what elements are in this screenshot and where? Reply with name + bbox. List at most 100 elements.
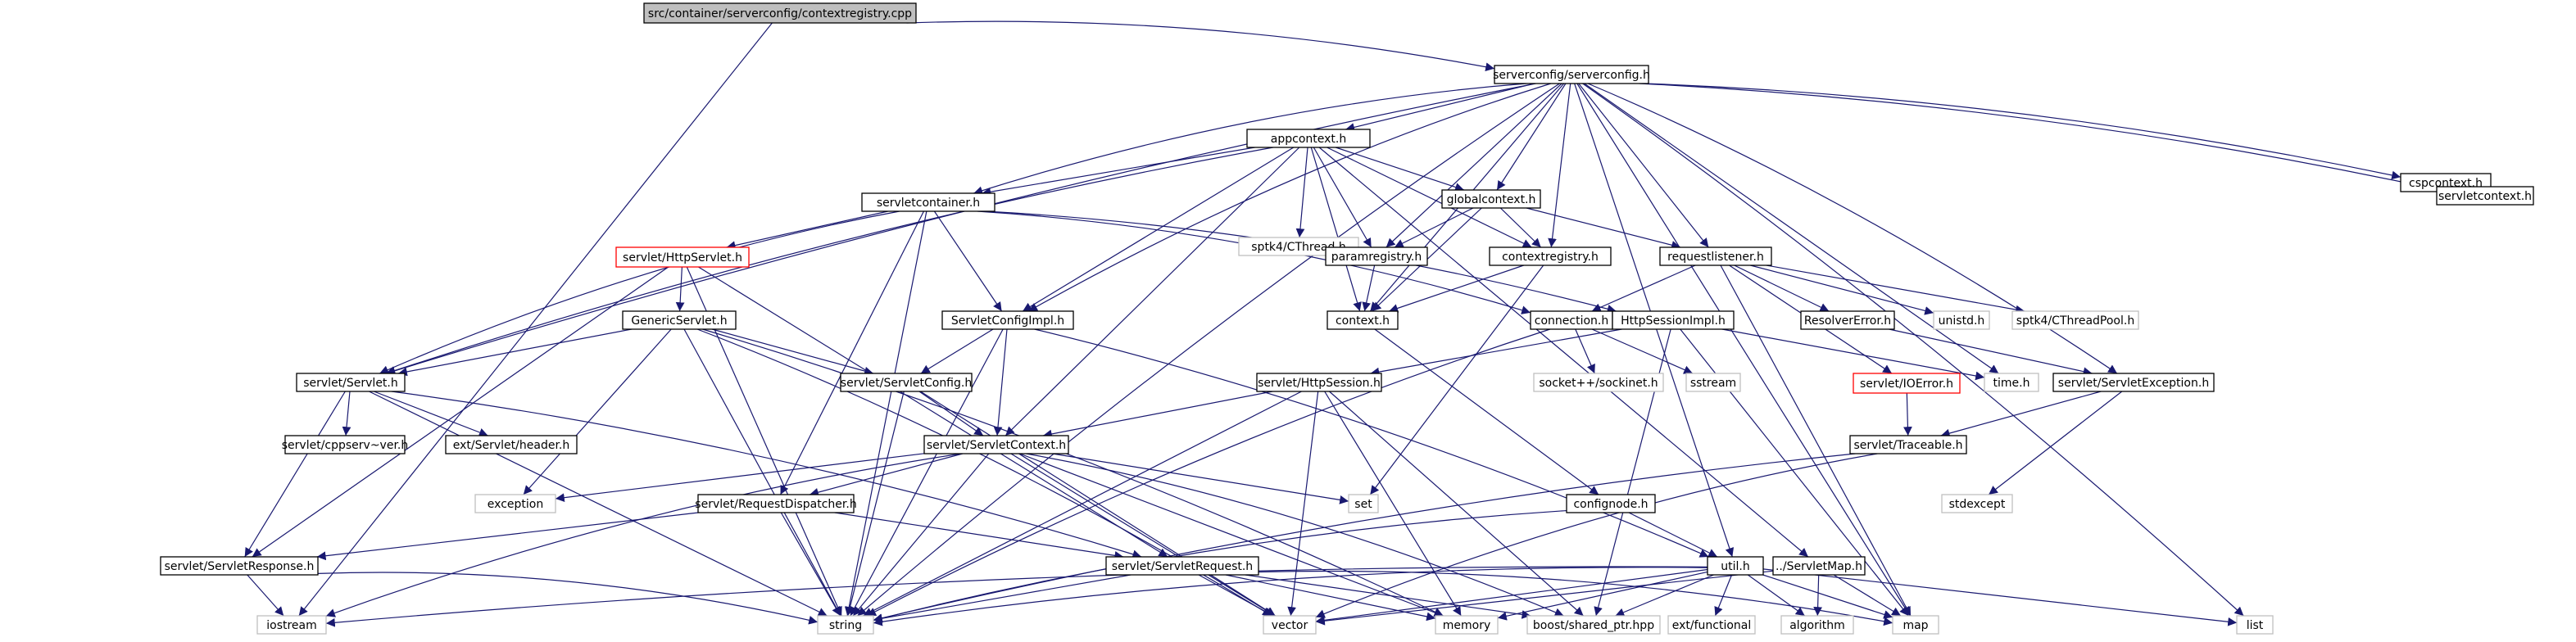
node-label: servletcontainer.h <box>877 197 980 210</box>
node-box <box>1849 435 1967 454</box>
node-label: globalcontext.h <box>1447 193 1536 206</box>
node-label: ext/Servlet/header.h <box>453 439 569 452</box>
node-appcontext[interactable]: appcontext.h <box>1246 129 1371 148</box>
node-ext-header[interactable]: ext/Servlet/header.h <box>445 435 578 454</box>
node-box <box>643 2 917 24</box>
edge-servletmap-to-vector <box>1315 570 1774 626</box>
node-connection[interactable]: connection.h <box>1530 310 1613 330</box>
node-label: iostream <box>266 619 317 632</box>
node-httpservlet[interactable]: servlet/HttpServlet.h <box>615 246 750 268</box>
node-servletmap[interactable]: ../ServletMap.h <box>1772 556 1866 576</box>
edge-util-to-ext_functional <box>1714 574 1733 617</box>
edge-servletconfigimpl-to-servletconfig <box>920 328 994 374</box>
node-box <box>160 556 319 576</box>
node-servletexception[interactable]: servlet/ServletException.h <box>2052 373 2215 392</box>
node-label: connection.h <box>1535 314 1608 328</box>
node-label: contextregistry.h <box>1502 251 1599 264</box>
node-box <box>1772 556 1866 576</box>
edge-servletresponse-to-iostream <box>247 574 284 617</box>
edge-util-to-vector <box>1315 568 1708 625</box>
node-label: servletcontext.h <box>2438 190 2532 203</box>
node-socketinet: socket++/sockinet.h <box>1533 373 1664 392</box>
edge-genericservlet-to-memory <box>702 328 1444 617</box>
edge-servletcontainer-to-connection <box>977 210 1531 314</box>
node-servletcontainer[interactable]: servletcontainer.h <box>861 192 995 212</box>
node-context[interactable]: context.h <box>1327 310 1399 330</box>
node-servletrequest[interactable]: servlet/ServletRequest.h <box>1105 556 1259 576</box>
edge-util-to-algorithm <box>1747 574 1806 617</box>
edge-serverconfig-to-map <box>1576 83 1911 617</box>
node-box <box>1707 556 1764 576</box>
edge-context-to-confignode <box>1374 328 1599 495</box>
edge-appcontext-to-servletcontainer <box>982 147 1255 197</box>
node-serverconfig[interactable]: serverconfig/serverconfig.h <box>1493 65 1650 84</box>
node-paramregistry[interactable]: paramregistry.h <box>1325 246 1428 266</box>
edge-httpsession-to-servlet_context <box>1042 391 1273 439</box>
node-box <box>1494 65 1649 84</box>
node-box <box>2011 310 2139 330</box>
edge-requestlistener-to-map <box>1720 264 1912 617</box>
node-httpsession[interactable]: servlet/HttpSession.h <box>1256 373 1382 392</box>
node-map: map <box>1892 615 1939 635</box>
edge-connection-to-socketinet <box>1575 328 1595 374</box>
node-label: servlet/ServletContext.h <box>927 439 1066 452</box>
edge-requestlistener-to-spti_cthreadpool <box>1766 264 2025 314</box>
edge-root-to-iostream <box>298 22 773 617</box>
node-contextregistry[interactable]: contextregistry.h <box>1489 246 1612 266</box>
node-cppserver[interactable]: servlet/cppserv~ver.h <box>282 435 409 454</box>
edge-servletexception-to-traceable <box>1940 391 2102 438</box>
edge-httpservlet-to-genericservlet <box>675 266 685 312</box>
node-servletcontext[interactable]: servletcontext.h <box>2436 186 2534 206</box>
edge-appcontext-to-spti_cthread <box>1295 147 1308 238</box>
node-box <box>1933 310 1990 330</box>
node-ext-functional: ext/functional <box>1667 615 1756 635</box>
node-servletconfigimpl[interactable]: ServletConfigImpl.h <box>941 310 1074 330</box>
edge-genericservlet-to-exception <box>523 328 672 495</box>
edge-servletconfig-to-servlet_context <box>918 391 984 436</box>
node-box <box>2436 186 2534 206</box>
node-traceable[interactable]: servlet/Traceable.h <box>1849 435 1967 454</box>
node-box <box>1780 615 1854 635</box>
node-label: serverconfig/serverconfig.h <box>1493 69 1650 82</box>
node-string: string <box>817 615 874 635</box>
node-genericservlet[interactable]: GenericServlet.h <box>622 310 737 330</box>
edge-servlet_context-to-vector <box>1010 453 1276 617</box>
edge-requestlistener-to-unistd <box>1750 264 1934 315</box>
node-servlet-context[interactable]: servlet/ServletContext.h <box>923 435 1069 454</box>
edge-servlet_servlet-to-ext_header <box>374 391 488 437</box>
edge-appcontext-to-servletconfigimpl <box>1022 147 1295 312</box>
edge-servlet_servlet-to-servletrequest <box>391 391 1142 558</box>
edge-contextregistry-to-context <box>1389 264 1524 313</box>
edge-servletcontainer-to-requestdispatcher <box>780 210 924 495</box>
edge-appcontext-to-servlet_servlet <box>385 147 1273 375</box>
node-util[interactable]: util.h <box>1707 556 1764 576</box>
node-iostream: iostream <box>256 615 327 635</box>
node-box <box>445 435 578 454</box>
edge-httpsession-to-shared_ptr <box>1329 391 1584 617</box>
node-box <box>256 615 327 635</box>
edge-contextregistry-to-set <box>1369 264 1544 495</box>
node-resolvererror[interactable]: ResolverError.h <box>1800 310 1895 330</box>
node-confignode[interactable]: confignode.h <box>1566 494 1656 513</box>
node-servlet-servlet[interactable]: servlet/Servlet.h <box>296 373 406 392</box>
edge-globalcontext-to-contextregistry <box>1499 207 1542 248</box>
node-label: ServletConfigImpl.h <box>951 314 1064 328</box>
node-httpsessionimpl[interactable]: HttpSessionImpl.h <box>1612 310 1735 330</box>
edge-serverconfig-to-servletconfigimpl <box>1027 83 1551 312</box>
node-requestdispatcher[interactable]: servlet/RequestDispatcher.h <box>695 494 857 513</box>
node-root[interactable]: src/container/serverconfig/contextregist… <box>643 2 917 24</box>
edge-servlet_servlet-to-servletresponse <box>244 391 346 558</box>
edge-servlet_servlet-to-string <box>369 391 828 617</box>
node-label: servlet/IOError.h <box>1860 378 1953 391</box>
node-ioerror[interactable]: servlet/IOError.h <box>1853 373 1961 394</box>
edge-httpsessionimpl-to-map <box>1680 328 1909 617</box>
node-servletconfig[interactable]: servlet/ServletConfig.h <box>840 373 973 392</box>
node-list: list <box>2236 615 2274 635</box>
node-label: appcontext.h <box>1271 133 1346 146</box>
node-label: confignode.h <box>1573 498 1648 511</box>
node-requestlistener[interactable]: requestlistener.h <box>1659 246 1772 266</box>
node-box <box>1667 615 1756 635</box>
node-globalcontext[interactable]: globalcontext.h <box>1441 189 1541 209</box>
node-servletresponse[interactable]: servlet/ServletResponse.h <box>160 556 319 576</box>
